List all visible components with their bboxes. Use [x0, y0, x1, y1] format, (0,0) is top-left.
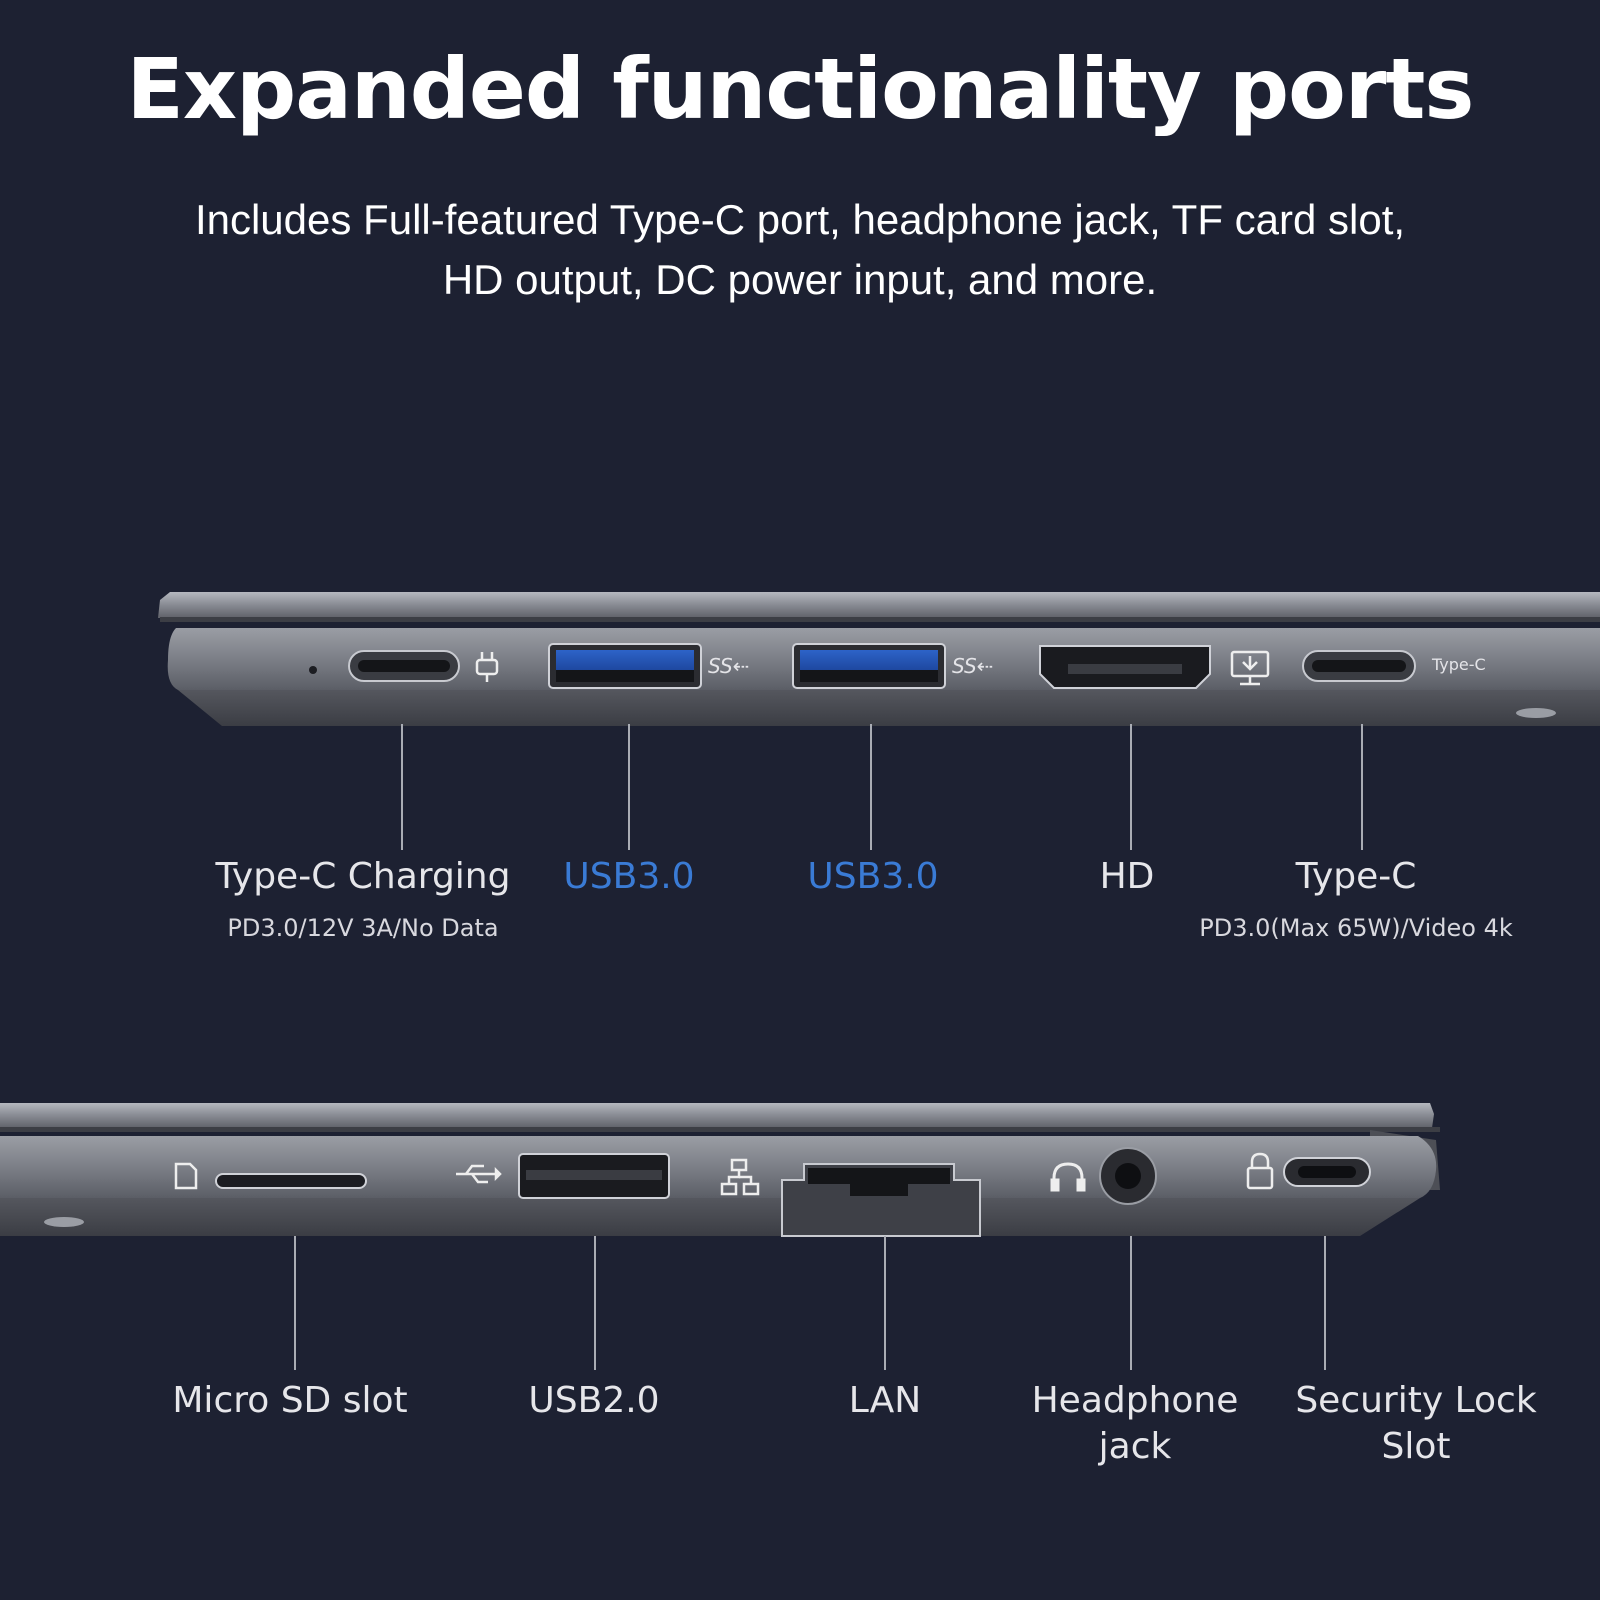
- display-out-icon: [1230, 650, 1270, 686]
- leader-line: [628, 724, 630, 850]
- ss-usb-icon: SS⇠: [708, 654, 749, 678]
- leader-line: [294, 1236, 296, 1370]
- subtitle-line-1: Includes Full-featured Type-C port, head…: [194, 196, 1406, 243]
- usb-icon: [456, 1164, 502, 1184]
- detail-type-c: PD3.0(Max 65W)/Video 4k: [1199, 914, 1513, 942]
- label-headphone-jack: Headphone jack: [1010, 1378, 1260, 1470]
- top-laptop-side: SS⇠ SS⇠ Type-C: [158, 592, 1600, 726]
- leader-line: [1324, 1236, 1326, 1370]
- label-usb3-1: USB3.0: [563, 856, 695, 897]
- leader-line: [1361, 724, 1363, 850]
- micro-sd-slot: [215, 1173, 367, 1189]
- bottom-laptop-side: [0, 1103, 1440, 1237]
- leader-line: [1130, 1236, 1132, 1370]
- label-security-line-1: Security Lock: [1295, 1380, 1537, 1421]
- label-usb2: USB2.0: [528, 1380, 660, 1421]
- plug-icon: [475, 652, 499, 682]
- leader-line: [594, 1236, 596, 1370]
- leader-line: [1130, 724, 1132, 850]
- label-headphone-line-1: Headphone: [1031, 1380, 1239, 1421]
- ss-usb-icon-2: SS⇠: [952, 654, 993, 678]
- leader-line: [401, 724, 403, 850]
- detail-type-c-charging: PD3.0/12V 3A/No Data: [227, 914, 499, 942]
- led-indicator: [309, 666, 317, 674]
- type-c-engraved-label: Type-C: [1431, 655, 1486, 674]
- label-headphone-line-2: jack: [1098, 1426, 1172, 1467]
- label-security-lock: Security Lock Slot: [1266, 1378, 1566, 1470]
- label-usb3-2: USB3.0: [807, 856, 939, 897]
- page-title: Expanded functionality ports: [126, 40, 1475, 138]
- sd-card-icon: [174, 1162, 198, 1190]
- subtitle-line-2: HD output, DC power input, and more.: [442, 256, 1158, 303]
- label-type-c: Type-C: [1295, 856, 1417, 897]
- label-hd: HD: [1099, 856, 1155, 897]
- page-subtitle: Includes Full-featured Type-C port, head…: [100, 190, 1500, 310]
- leader-line: [884, 1236, 886, 1370]
- label-lan: LAN: [848, 1380, 922, 1421]
- label-security-line-2: Slot: [1381, 1426, 1451, 1467]
- leader-line: [870, 724, 872, 850]
- network-icon: [720, 1158, 760, 1196]
- headphone-icon: [1050, 1162, 1086, 1192]
- lock-icon: [1246, 1152, 1274, 1190]
- label-micro-sd: Micro SD slot: [172, 1380, 408, 1421]
- label-type-c-charging: Type-C Charging: [215, 856, 511, 897]
